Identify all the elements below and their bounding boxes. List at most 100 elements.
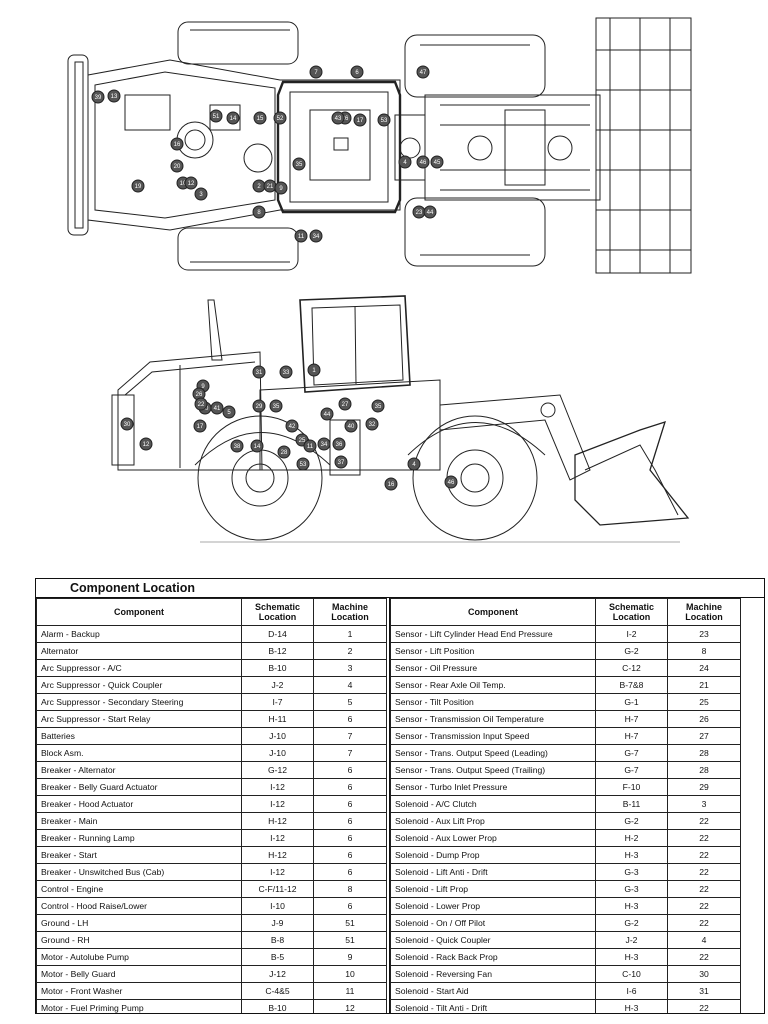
side-view-callout: 32 [365,417,379,431]
schematic-location-cell: B-8 [241,931,314,949]
top-view-callout: 13 [107,89,121,103]
top-view-callout: 45 [430,155,444,169]
machine-location-cell: 4 [667,931,741,949]
component-cell: Ground - LH [36,914,242,932]
top-view-callout-label: 44 [427,210,434,216]
top-view-callout: 2 [252,179,266,193]
component-cell: Sensor - Rear Axle Oil Temp. [390,676,596,694]
machine-location-cell: 22 [667,880,741,898]
top-view-callout-label: 16 [174,142,181,148]
component-cell: Motor - Belly Guard [36,965,242,983]
schematic-location-cell: G-3 [595,880,668,898]
top-view-callout-label: 15 [257,116,264,122]
table-header-row: Component Schematic Location Machine Loc… [36,598,387,626]
component-cell: Solenoid - Start Aid [390,982,596,1000]
side-view-callout-label: 32 [369,422,376,428]
machine-location-cell: 6 [313,829,387,847]
schematic-location-cell: G-2 [595,812,668,830]
component-cell: Motor - Front Washer [36,982,242,1000]
top-view-callout: 11 [294,229,308,243]
side-view-callout: 16 [384,477,398,491]
component-cell: Sensor - Transmission Input Speed [390,727,596,745]
schematic-location-cell: G-7 [595,761,668,779]
component-cell: Alternator [36,642,242,660]
top-view-callout-label: 43 [335,116,342,122]
top-view-callout-label: 26 [342,116,349,122]
schematic-location-cell: J-12 [241,965,314,983]
top-view-callout: 8 [252,205,266,219]
component-cell: Sensor - Lift Cylinder Head End Pressure [390,625,596,643]
side-view-diagram [111,295,690,543]
component-cell: Solenoid - Quick Coupler [390,931,596,949]
machine-location-cell: 28 [667,761,741,779]
machine-location-cell: 6 [313,863,387,881]
schematic-location-cell: B-5 [241,948,314,966]
table-header-row: Component Schematic Location Machine Loc… [390,598,741,626]
side-view-callout: 27 [338,397,352,411]
side-view-callout-label: 31 [256,370,263,376]
side-view-callout: 34 [317,437,331,451]
schematic-location-cell: G-2 [595,642,668,660]
component-cell: Block Asm. [36,744,242,762]
top-view-callout-label: 47 [420,70,427,76]
schematic-location-cell: G-3 [595,863,668,881]
machine-location-cell: 8 [667,642,741,660]
component-cell: Solenoid - Tilt Anti - Drift [390,999,596,1013]
top-view-callout-label: 12 [188,181,195,187]
component-cell: Sensor - Turbo Inlet Pressure [390,778,596,796]
side-view-callout: 42 [285,419,299,433]
top-view-callout: 47 [416,65,430,79]
component-cell: Sensor - Lift Position [390,642,596,660]
side-view-callout-label: 5 [227,410,231,416]
schematic-location-cell: C-12 [595,659,668,677]
component-cell: Ground - RH [36,931,242,949]
side-view-callout-label: 37 [338,460,345,466]
top-view-callout: 53 [377,113,391,127]
top-view-callout-label: 6 [355,70,359,76]
schematic-location-cell: H-7 [595,727,668,745]
schematic-location-cell: I-7 [241,693,314,711]
component-cell: Solenoid - A/C Clutch [390,795,596,813]
top-view-callout-label: 21 [267,184,274,190]
side-view-callout-label: 36 [336,442,343,448]
schematic-location-cell: I-2 [595,625,668,643]
schematic-location-cell: C-10 [595,965,668,983]
machine-location-cell: 7 [313,744,387,762]
top-view-callout: 9 [274,181,288,195]
top-view-callout: 39 [91,90,105,104]
side-view-callout-label: 40 [348,424,355,430]
top-view-callout: 14 [226,111,240,125]
component-cell: Solenoid - Lift Prop [390,880,596,898]
component-cell: Motor - Autolube Pump [36,948,242,966]
top-view-callout-label: 51 [213,114,220,120]
machine-location-cell: 51 [313,914,387,932]
top-view-callout-label: 53 [381,118,388,124]
side-view-callout: 4 [407,457,421,471]
top-view-callout: 19 [131,179,145,193]
machine-location-cell: 1 [313,625,387,643]
side-view-callout-label: 30 [202,406,209,412]
component-header: Component [390,598,596,626]
schematic-location-cell: H-7 [595,710,668,728]
side-view-callout: 5 [222,405,236,419]
machine-location-cell: 25 [667,693,741,711]
top-view-callout-label: 11 [298,234,305,240]
side-view-callout-label: 26 [196,392,203,398]
component-cell: Breaker - Hood Actuator [36,795,242,813]
side-view-callout-label: 11 [307,444,314,450]
side-view-callout: 30 [120,417,134,431]
